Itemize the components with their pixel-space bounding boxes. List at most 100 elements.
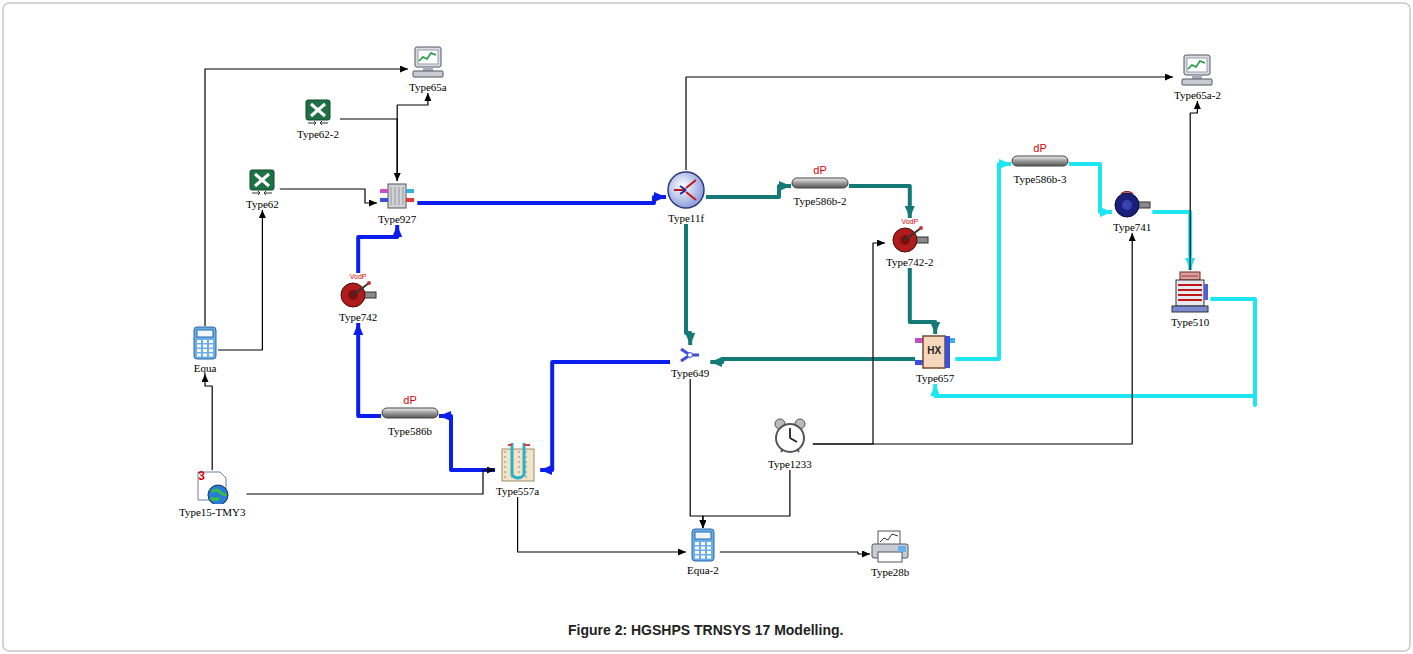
icon-text: VodP xyxy=(350,273,367,280)
icon-graphic xyxy=(772,418,808,456)
component-node: Type649 xyxy=(670,345,710,379)
component-label: Type927 xyxy=(377,213,417,225)
component-label: Type11f xyxy=(667,212,705,224)
signal-connector xyxy=(397,93,428,181)
component-label: Type742-2 xyxy=(885,256,935,268)
printer-icon xyxy=(870,530,910,564)
fluid-connector xyxy=(935,299,1255,405)
signal-connector xyxy=(205,374,212,470)
icon-graphic xyxy=(304,98,332,126)
component-node: VodP Type742 xyxy=(338,273,378,323)
component-label: Equa-2 xyxy=(686,564,720,576)
signal-connector xyxy=(690,379,703,528)
icon-graphic xyxy=(690,528,716,562)
icon-text: VodP xyxy=(901,218,918,225)
pump-icon xyxy=(891,226,929,254)
pump-icon xyxy=(339,281,377,309)
fluid-connector xyxy=(910,268,935,334)
equation-icon xyxy=(690,528,716,562)
icon-graphic xyxy=(1178,53,1216,87)
signal-connector xyxy=(703,470,790,528)
fluid-connector xyxy=(439,416,495,470)
icon-text: dP xyxy=(1033,143,1046,154)
component-node: VodP Type742-2 xyxy=(885,218,935,268)
fluid-connector xyxy=(358,225,397,273)
signal-connector xyxy=(247,470,496,494)
component-node: dP Type586b-3 xyxy=(1011,143,1069,185)
icon-text: dP xyxy=(403,395,416,406)
fluid-connector xyxy=(358,323,381,416)
heat-pump-icon xyxy=(380,181,414,211)
component-node: Type62 xyxy=(245,168,280,210)
component-label: Type1233 xyxy=(767,458,813,470)
component-node: dPType586b-2 xyxy=(791,165,849,207)
mixer-icon xyxy=(679,345,701,365)
icon-graphic xyxy=(248,168,276,196)
icon-text: dP xyxy=(813,165,826,176)
icon-graphic xyxy=(1170,270,1210,314)
component-label: Type742 xyxy=(338,311,378,323)
diverter-valve-icon xyxy=(666,170,706,210)
component-label: Type62 xyxy=(245,198,280,210)
icon-graphic xyxy=(339,281,377,309)
icon-graphic xyxy=(679,345,701,365)
heat-exchanger-icon: HX xyxy=(915,334,955,370)
fluid-connector xyxy=(955,164,1011,359)
component-node: Type741 xyxy=(1112,191,1152,233)
icon-text: HX xyxy=(927,346,941,356)
component-node: Type510 xyxy=(1170,270,1210,328)
component-node: Type65a-2 xyxy=(1173,53,1222,101)
icon-graphic xyxy=(381,407,439,419)
signal-connector xyxy=(686,77,1173,170)
signal-connector xyxy=(813,233,1132,444)
pipe-icon xyxy=(791,177,849,189)
cooling-tower-icon xyxy=(1170,270,1210,314)
component-label: Type15-TMY3 xyxy=(178,506,246,518)
component-node: 3Type15-TMY3 xyxy=(178,470,246,518)
component-label: Type649 xyxy=(670,367,710,379)
fluid-connector xyxy=(706,186,791,197)
component-label: Type510 xyxy=(1170,316,1210,328)
component-label: Type586b-3 xyxy=(1013,173,1068,185)
signal-connector xyxy=(205,69,408,326)
component-label: Type586b xyxy=(387,425,433,437)
fluid-connector xyxy=(540,362,670,470)
component-node: Equa xyxy=(192,326,218,374)
component-node: Equa-2 xyxy=(686,528,720,576)
icon-graphic xyxy=(1113,191,1151,219)
icon-text: 3 xyxy=(198,470,205,482)
icon-graphic xyxy=(666,170,706,210)
equation-icon xyxy=(192,326,218,360)
online-plotter-icon xyxy=(1178,53,1216,87)
fluid-connector xyxy=(1069,164,1112,212)
data-reader-icon xyxy=(304,98,332,126)
icon-graphic xyxy=(891,226,929,254)
signal-connector xyxy=(280,189,377,203)
borehole-icon xyxy=(498,443,538,483)
fluid-connector xyxy=(686,224,690,345)
component-label: Type557a xyxy=(495,485,540,497)
component-node: Type11f xyxy=(666,170,706,224)
signal-connector xyxy=(1190,101,1197,270)
data-reader-icon xyxy=(248,168,276,196)
fluid-connector xyxy=(849,186,910,218)
component-label: Type28b xyxy=(870,566,910,578)
component-node: Type557a xyxy=(495,443,540,497)
signal-connector xyxy=(518,497,686,552)
component-label: Type65a-2 xyxy=(1173,89,1222,101)
figure-caption: Figure 2: HGSHPS TRNSYS 17 Modelling. xyxy=(568,622,843,638)
fluid-connector xyxy=(710,359,915,362)
component-label: Type65a xyxy=(408,81,448,93)
pipe-icon xyxy=(1011,155,1069,167)
component-node: Type927 xyxy=(377,181,417,225)
component-node: Type65a xyxy=(408,45,448,93)
component-node: Type1233 xyxy=(767,418,813,470)
component-node: HXType657 xyxy=(915,334,955,384)
icon-graphic xyxy=(409,45,447,79)
icon-graphic xyxy=(192,326,218,360)
signal-connector xyxy=(813,243,885,444)
component-label: Type741 xyxy=(1112,221,1152,233)
icon-graphic xyxy=(791,177,849,189)
